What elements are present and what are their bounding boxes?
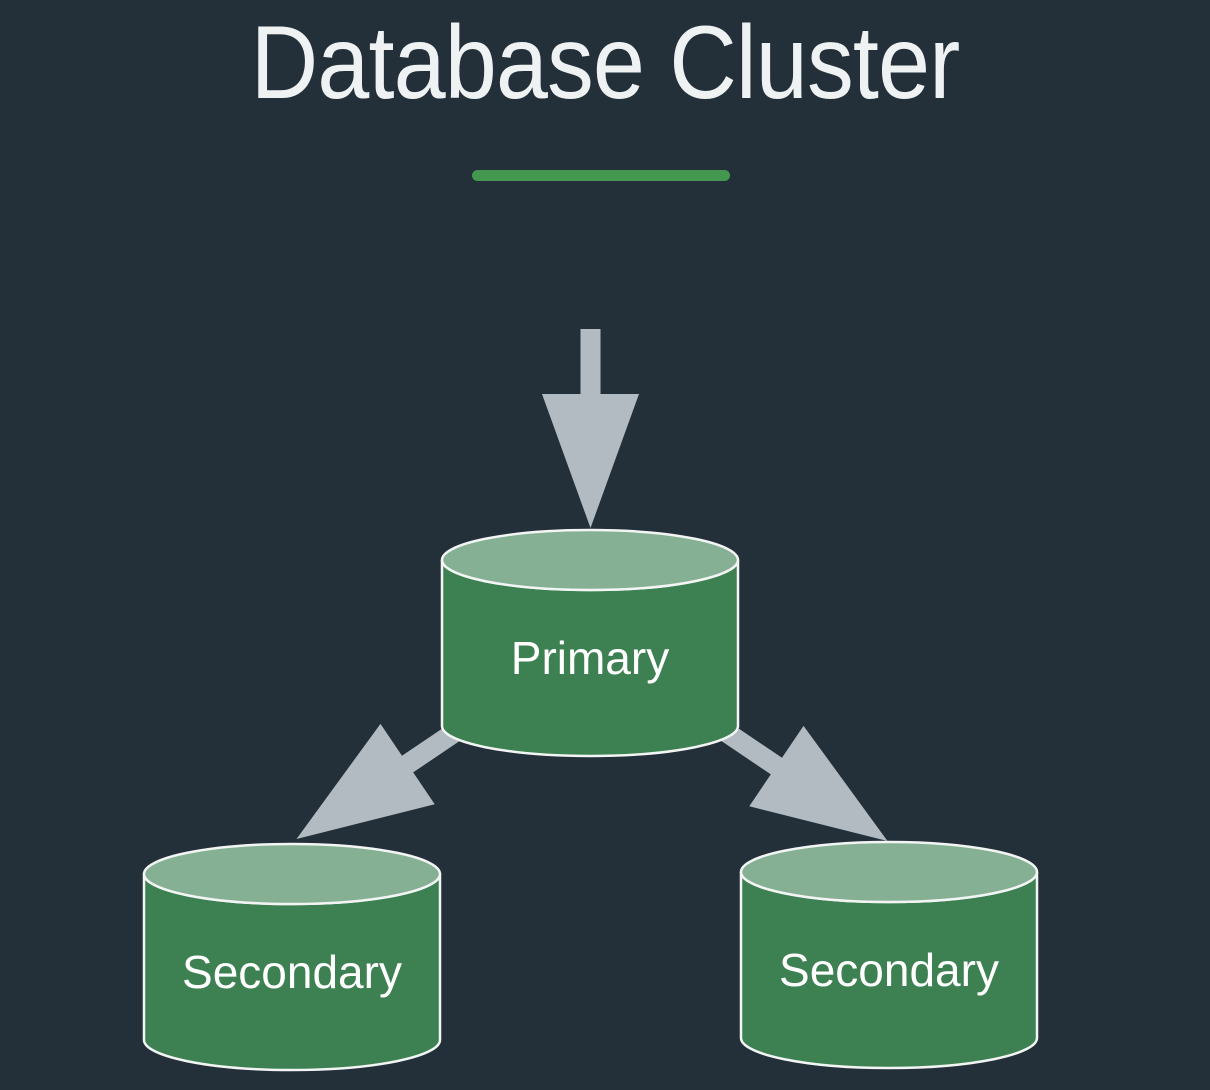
cylinder-top <box>739 840 1039 904</box>
database-cylinder-icon <box>142 842 442 1072</box>
cylinder-top <box>440 528 740 592</box>
secondary-node-left-label: Secondary <box>182 946 402 998</box>
cylinder-top <box>142 842 442 906</box>
replication-arrow-left-icon <box>296 719 468 839</box>
replication-arrow-right-icon <box>716 721 888 841</box>
inbound-arrow-icon <box>542 329 639 528</box>
database-cylinder-icon <box>739 840 1039 1070</box>
arrow-shape <box>542 329 639 528</box>
database-cylinder-icon <box>440 528 740 758</box>
secondary-node-left: Secondary <box>142 842 442 1072</box>
title-divider <box>472 170 730 181</box>
primary-node-label: Primary <box>510 632 670 684</box>
arrow-shape <box>716 721 888 841</box>
page-title: Database Cluster <box>250 5 961 121</box>
arrow-shape <box>296 719 468 839</box>
secondary-node-right-label: Secondary <box>779 944 999 996</box>
primary-node: Primary <box>440 528 740 758</box>
secondary-node-right: Secondary <box>739 840 1039 1070</box>
